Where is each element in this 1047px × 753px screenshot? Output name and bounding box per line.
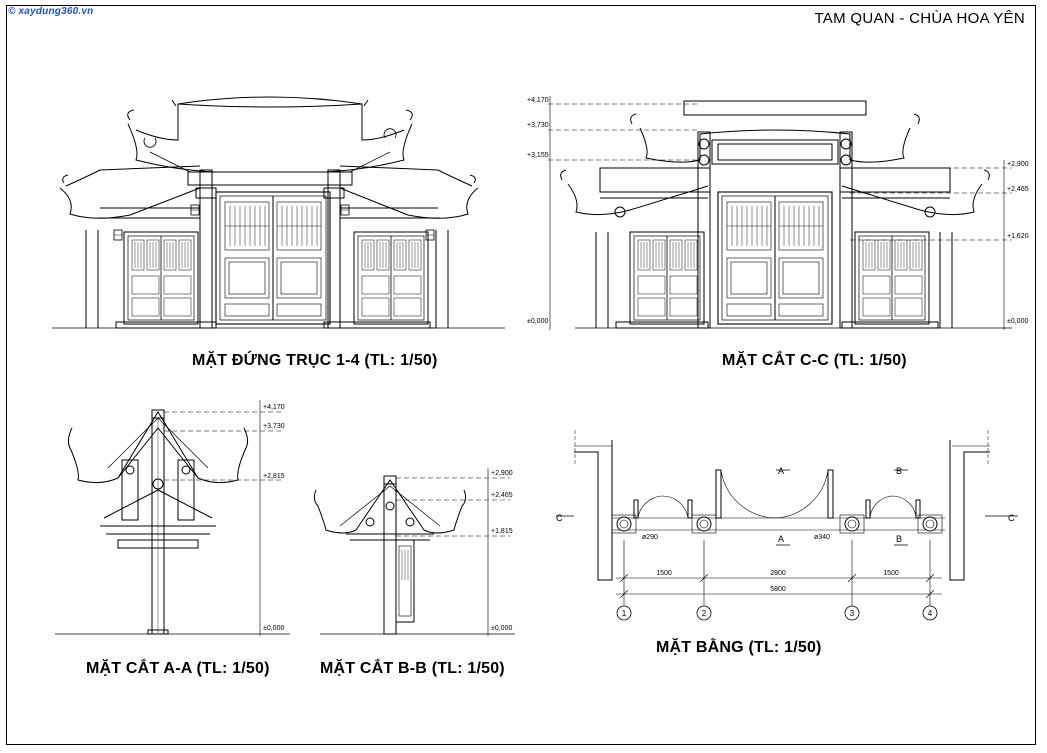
level-label: +2,900 [491, 470, 513, 477]
caption-plan: MẶT BẰNG (TL: 1/50) [656, 639, 822, 656]
dimension-label: 2800 [770, 570, 786, 577]
total-dimension-label: 5800 [770, 586, 786, 593]
dimension-label: 1500 [883, 570, 899, 577]
level-label: ±0,000 [263, 625, 284, 632]
level-label: ±0,000 [1007, 318, 1028, 325]
level-label: +2,465 [1007, 186, 1029, 193]
section-mark-c: C [556, 513, 563, 523]
section-cc-levels: +4,170 +3,730 +3,155 +2,900 +2,465 +1,62… [527, 97, 1029, 325]
level-label: +3,730 [263, 423, 285, 430]
level-label: +2,900 [1007, 161, 1029, 168]
level-label: +2,465 [491, 492, 513, 499]
watermark: © xaydung360.vn [8, 6, 94, 17]
plan-drawing [556, 430, 1018, 621]
level-label: +2,815 [263, 473, 285, 480]
level-label: +1,815 [491, 528, 513, 535]
dimension-label: 1500 [656, 570, 672, 577]
section-mark-c: C [1008, 513, 1015, 523]
level-label: +4,170 [527, 97, 549, 104]
level-label: +1,620 [1007, 233, 1029, 240]
section-aa-levels: +4,170 +3,730 +2,815 ±0,000 [263, 404, 285, 632]
level-label: ±0,000 [491, 625, 512, 632]
elevation-drawing [52, 96, 505, 329]
axis-label: 2 [702, 609, 707, 618]
level-label: +4,170 [263, 404, 285, 411]
section-mark-b: B [896, 466, 902, 476]
sheet-title: TAM QUAN - CHÙA HOA YÊN [814, 10, 1025, 27]
section-bb-drawing [313, 468, 515, 636]
section-mark-a: A [778, 534, 784, 544]
axis-label: 1 [622, 609, 627, 618]
sheet-frame [6, 5, 1036, 745]
level-label: +3,730 [527, 122, 549, 129]
section-mark-b: B [896, 534, 902, 544]
level-label: +3,155 [527, 152, 549, 159]
section-bb-levels: +2,900 +2,465 +1,815 ±0,000 [491, 470, 513, 632]
caption-elevation: MẶT ĐỨNG TRỤC 1-4 (TL: 1/50) [192, 352, 438, 369]
caption-section-aa: MẶT CẮT A-A (TL: 1/50) [86, 660, 270, 677]
section-mark-a: A [778, 466, 784, 476]
axis-label: 3 [850, 609, 855, 618]
section-cc-drawing [548, 96, 1012, 330]
column-diameter: ø290 [642, 534, 658, 541]
caption-section-cc: MẶT CẮT C-C (TL: 1/50) [722, 352, 907, 369]
level-label: ±0,000 [527, 318, 548, 325]
column-diameter: ø340 [814, 534, 830, 541]
plan-labels: A A B B C C ø290 ø340 1500 2800 1500 580… [556, 466, 1015, 618]
section-aa-drawing [55, 400, 290, 636]
caption-section-bb: MẶT CẮT B-B (TL: 1/50) [320, 660, 505, 677]
axis-label: 4 [928, 609, 933, 618]
